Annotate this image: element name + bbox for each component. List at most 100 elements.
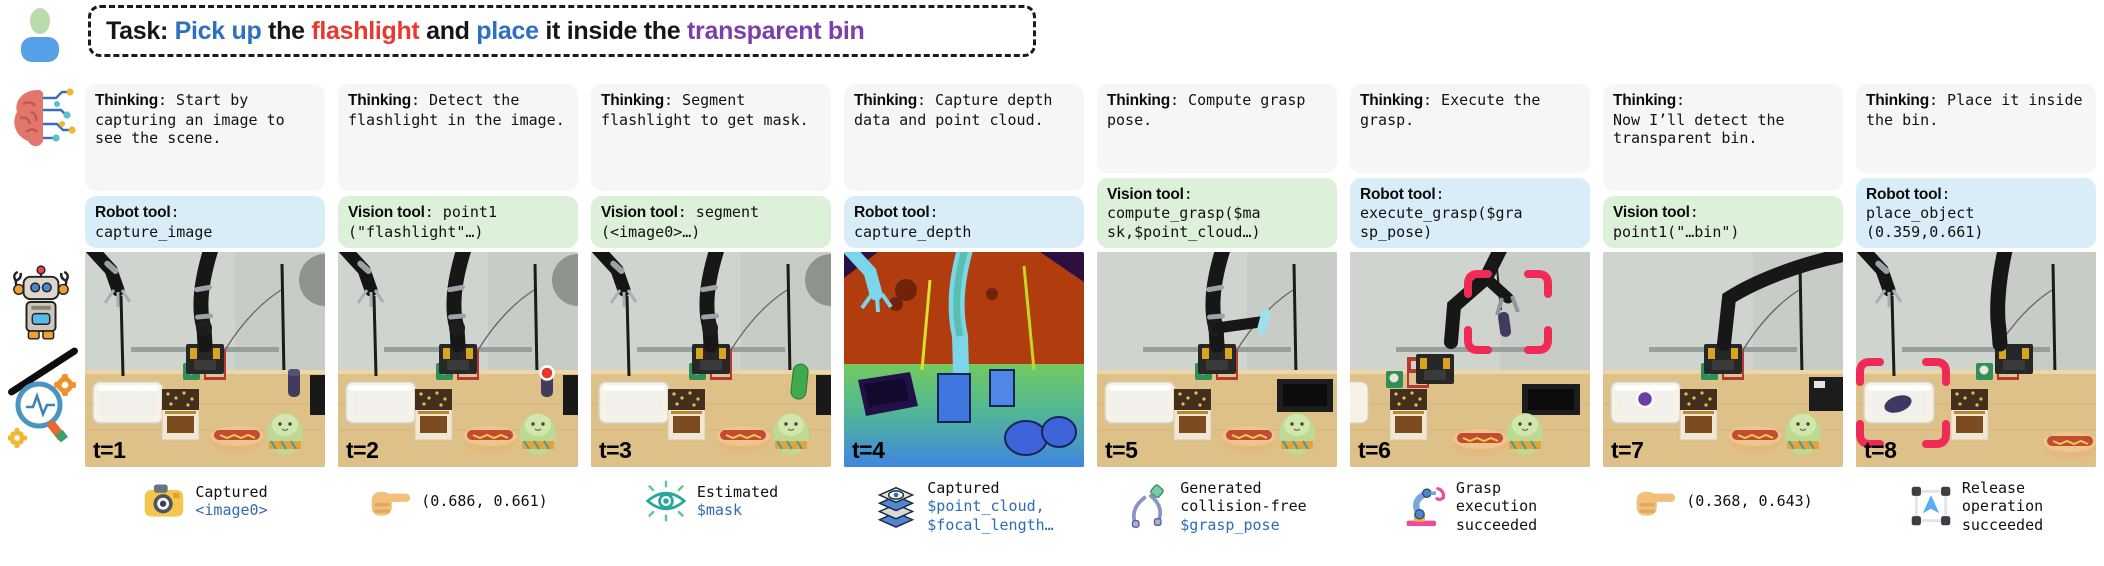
tool-label: Robot tool bbox=[1360, 185, 1436, 203]
step-text-area: Thinking: Start by capturing an image to… bbox=[85, 84, 325, 248]
caption-line: (0.686, 0.661) bbox=[421, 492, 547, 510]
pipeline-step: Thinking: Detect the flashlight in the i… bbox=[338, 84, 578, 534]
thinking-text: : Compute grasp pose. bbox=[1107, 91, 1315, 129]
time-label: t=3 bbox=[599, 437, 632, 463]
thinking-bubble: Thinking: Segment flashlight to get mask… bbox=[591, 84, 831, 191]
thinking-bubble: Thinking: Execute the grasp. bbox=[1350, 84, 1590, 173]
task-segment: the bbox=[261, 16, 312, 45]
caption-line: Generated bbox=[1180, 479, 1306, 497]
caption-line: Release bbox=[1962, 479, 2043, 497]
thinking-text: : Execute the grasp. bbox=[1360, 91, 1550, 129]
scene-canvas bbox=[591, 252, 831, 467]
pointing-hand-icon bbox=[368, 479, 412, 523]
caption-line: succeeded bbox=[1962, 516, 2043, 534]
step-text-area: Thinking: Capture depth data and point c… bbox=[844, 84, 1084, 248]
caption-line: (0.368, 0.643) bbox=[1686, 492, 1812, 510]
caption-segment: operation bbox=[1961, 497, 2044, 516]
thinking-label: Thinking bbox=[348, 92, 411, 109]
scene-canvas bbox=[1603, 252, 1843, 467]
thinking-label: Thinking bbox=[1107, 92, 1170, 109]
caption-text: (0.686, 0.661) bbox=[421, 492, 547, 510]
thinking-bubble: Thinking: Place it inside the bin. bbox=[1856, 84, 2096, 173]
caption-line: succeeded bbox=[1456, 516, 1537, 534]
time-label: t=6 bbox=[1358, 437, 1391, 463]
layers-eye-icon bbox=[874, 484, 918, 529]
camera-icon bbox=[142, 479, 186, 523]
tool-code: : place_object (0.359,0.661) bbox=[1866, 184, 1984, 241]
thinking-label: Thinking bbox=[95, 92, 158, 109]
scene-image: t=1 bbox=[85, 252, 325, 467]
step-text-area: Thinking: Execute the grasp. Robot tool:… bbox=[1350, 84, 1590, 248]
task-segment: Pick up bbox=[174, 16, 262, 45]
tool-bubble: Vision tool: segment (<image0>…) bbox=[591, 195, 831, 248]
caption-text: Captured<image0> bbox=[195, 483, 267, 520]
robot-arm-icon bbox=[1403, 484, 1447, 528]
tool-bubble: Robot tool: place_object (0.359,0.661) bbox=[1856, 177, 2096, 248]
tool-bubble: Vision tool: point1 ("flashlight"…) bbox=[338, 195, 578, 248]
tool-label: Vision tool bbox=[348, 203, 425, 221]
caption-line: $focal_length… bbox=[927, 516, 1053, 534]
caption-line: collision-free bbox=[1180, 497, 1306, 515]
scene-image: t=8 bbox=[1856, 252, 2096, 467]
caption: Estimated$mask bbox=[591, 467, 831, 523]
tool-code: : capture_depth bbox=[854, 202, 972, 241]
tool-code: : point1("…bin") bbox=[1613, 202, 1740, 241]
scene-image: t=3 bbox=[591, 252, 831, 467]
eye-icon bbox=[644, 479, 688, 523]
caption: (0.368, 0.643) bbox=[1603, 467, 1843, 523]
tool-label: Robot tool bbox=[95, 203, 171, 221]
thinking-bubble: Thinking: Now I’ll detect the transparen… bbox=[1603, 84, 1843, 191]
tool-bubble: Vision tool: compute_grasp($ma sk,$point… bbox=[1097, 177, 1337, 248]
caption-segment: succeeded bbox=[1961, 515, 2044, 534]
thinking-text: : Segment flashlight to get mask. bbox=[601, 91, 809, 129]
caption-line: $point_cloud, bbox=[927, 497, 1053, 515]
caption-line: Captured bbox=[195, 483, 267, 501]
step-text-area: Thinking: Place it inside the bin. Robot… bbox=[1856, 84, 2096, 248]
tool-label: Robot tool bbox=[1866, 185, 1942, 203]
pipeline-step: Thinking: Start by capturing an image to… bbox=[85, 84, 325, 534]
thinking-text: : Capture depth data and point cloud. bbox=[854, 91, 1062, 129]
tool-code: : point1 ("flashlight"…) bbox=[348, 202, 497, 241]
search-gears-icon bbox=[8, 372, 76, 452]
caption-segment: Grasp bbox=[1455, 479, 1502, 497]
step-text-area: Thinking: Compute grasp pose. Vision too… bbox=[1097, 84, 1337, 248]
tool-label: Vision tool bbox=[1107, 185, 1184, 203]
step-text-area: Thinking: Now I’ll detect the transparen… bbox=[1603, 84, 1843, 248]
time-label: t=5 bbox=[1105, 437, 1138, 463]
thinking-text: : Now I’ll detect the transparent bin. bbox=[1613, 91, 1785, 148]
time-label: t=4 bbox=[852, 437, 885, 463]
tool-code: : compute_grasp($ma sk,$point_cloud…) bbox=[1107, 184, 1261, 241]
tool-code: : execute_grasp($gra sp_pose) bbox=[1360, 184, 1523, 241]
time-label: t=8 bbox=[1864, 437, 1897, 463]
tool-code: : segment (<image0>…) bbox=[601, 202, 760, 241]
scene-image: t=4 bbox=[844, 252, 1084, 467]
caption-segment: (0.686, 0.661) bbox=[421, 491, 548, 510]
caption: Captured$point_cloud,$focal_length… bbox=[844, 467, 1084, 534]
caption-text: Captured$point_cloud,$focal_length… bbox=[927, 479, 1053, 534]
thinking-label: Thinking bbox=[601, 92, 664, 109]
pipeline-step: Thinking: Segment flashlight to get mask… bbox=[591, 84, 831, 534]
scene-image: t=5 bbox=[1097, 252, 1337, 467]
task-segment: it inside the bbox=[538, 16, 688, 45]
scene-image: t=7 bbox=[1603, 252, 1843, 467]
thinking-text: : Detect the flashlight in the image. bbox=[348, 91, 565, 129]
caption-segment: Captured bbox=[927, 479, 1000, 497]
time-label: t=7 bbox=[1611, 437, 1644, 463]
caption-line: $mask bbox=[697, 501, 778, 519]
task-text: Task: Pick up the flashlight and place i… bbox=[106, 17, 865, 46]
caption-segment: (0.368, 0.643) bbox=[1686, 491, 1813, 510]
caption-segment: $point_cloud, bbox=[927, 497, 1045, 516]
gripper-icon bbox=[1127, 484, 1171, 529]
thinking-bubble: Thinking: Capture depth data and point c… bbox=[844, 84, 1084, 191]
caption-segment: Estimated bbox=[696, 482, 779, 501]
caption-line: $grasp_pose bbox=[1180, 516, 1306, 534]
pipeline-step: Thinking: Compute grasp pose. Vision too… bbox=[1097, 84, 1337, 534]
tool-label: Robot tool bbox=[854, 203, 930, 221]
time-label: t=2 bbox=[346, 437, 379, 463]
thinking-label: Thinking bbox=[1613, 92, 1676, 109]
robot-icon bbox=[10, 262, 72, 342]
